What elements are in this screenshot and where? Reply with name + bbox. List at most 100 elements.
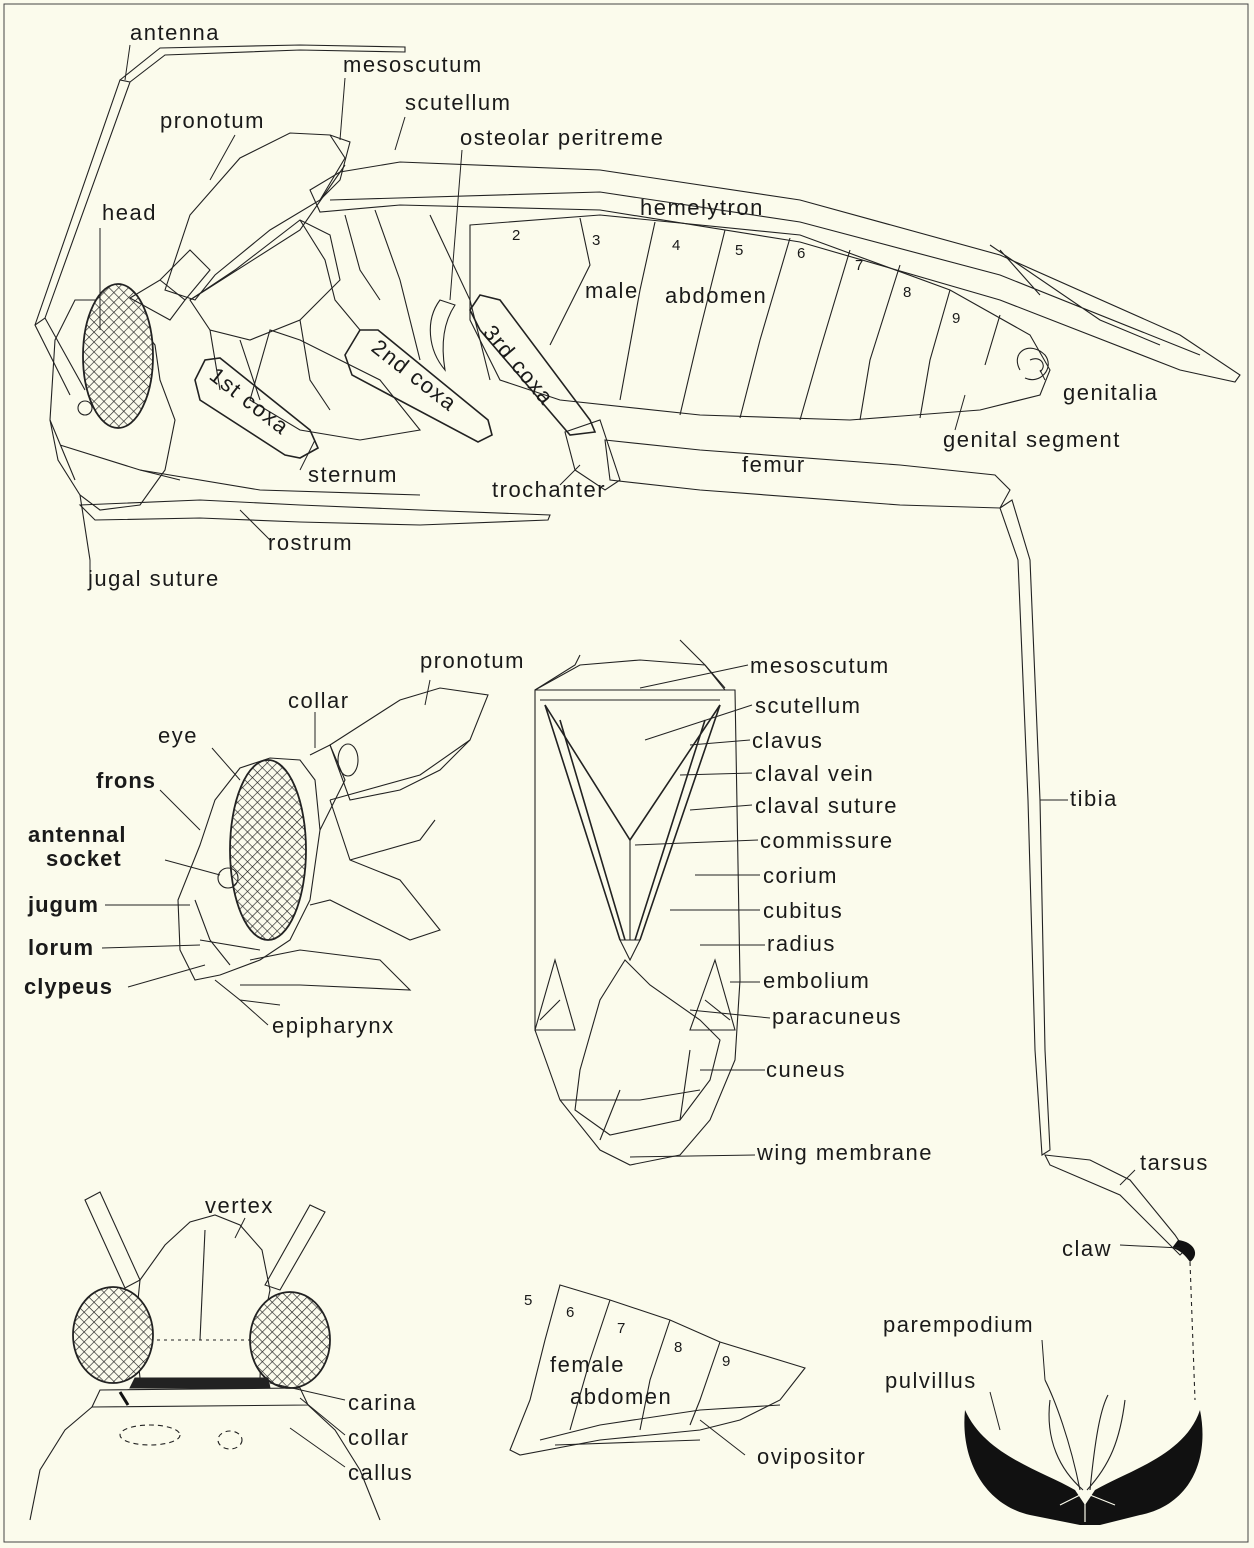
label-socket: socket (46, 846, 122, 871)
label-pulvillus: pulvillus (885, 1368, 977, 1393)
label-jugum: jugum (27, 892, 99, 917)
carina-shape (130, 1378, 270, 1388)
parempodium-shape (1045, 1380, 1108, 1490)
segment-number: 6 (797, 245, 805, 262)
label-clavus: clavus (752, 728, 823, 753)
label-cubitus: cubitus (763, 898, 843, 923)
label-pronotum-head: pronotum (420, 648, 525, 673)
lateral-view-labels: antenna mesoscutum scutellum pronotum os… (87, 20, 1209, 1261)
label-corium: corium (763, 863, 838, 888)
genitalia-shape (1017, 348, 1048, 379)
label-carina: carina (348, 1390, 417, 1415)
compound-eye (250, 1292, 330, 1388)
lateral-leaders (90, 45, 1180, 1248)
label-osteolar-peritreme: osteolar peritreme (460, 125, 664, 150)
label-mesoscutum: mesoscutum (343, 52, 483, 77)
segment-number: 2 (512, 227, 520, 244)
label-lorum: lorum (28, 935, 94, 960)
abdominal-segments (550, 218, 1000, 420)
scutellum-triangle (545, 705, 720, 840)
label-femur: femur (742, 452, 806, 477)
label-genitalia: genitalia (1063, 380, 1158, 405)
claw-detail-shape (964, 1410, 1202, 1525)
label-collar-dorsal: collar (348, 1425, 410, 1450)
head-lateral-drawing (178, 688, 488, 1005)
compound-eye (73, 1287, 153, 1383)
segment-number: 9 (952, 310, 960, 327)
label-tarsus: tarsus (1140, 1150, 1209, 1175)
label-abdomen-female: abdomen (570, 1384, 672, 1409)
label-first-coxa: 1st coxa (205, 362, 294, 440)
label-collar-head: collar (288, 688, 350, 713)
label-epipharynx: epipharynx (272, 1013, 395, 1038)
segment-number: 5 (524, 1292, 532, 1309)
label-claw: claw (1062, 1236, 1112, 1261)
label-paracuneus: paracuneus (772, 1004, 902, 1029)
segment-number: 6 (566, 1304, 574, 1321)
pulvillus-shape (1049, 1400, 1125, 1490)
label-claval-vein: claval vein (755, 761, 874, 786)
segment-number: 7 (617, 1320, 625, 1337)
label-callus: callus (348, 1460, 413, 1485)
label-abdomen-male: abdomen (665, 283, 767, 308)
female-abdomen-labels: female abdomen ovipositor (550, 1352, 866, 1469)
dorsal-view-leaders (630, 665, 770, 1157)
cuneus-shape (575, 960, 720, 1135)
hemelytron-shape (310, 162, 1240, 382)
label-hemelytron: hemelytron (640, 195, 764, 220)
label-antennal: antennal (28, 822, 126, 847)
label-tibia: tibia (1070, 786, 1118, 811)
antennal-socket-shape (78, 401, 92, 415)
segment-number: 7 (855, 257, 863, 274)
label-embolium: embolium (763, 968, 870, 993)
segment-number: 9 (722, 1353, 730, 1370)
label-sternum: sternum (308, 462, 398, 487)
label-cuneus: cuneus (766, 1057, 846, 1082)
label-parempodium: parempodium (883, 1312, 1034, 1337)
label-rostrum: rostrum (268, 530, 353, 555)
segment-number: 3 (592, 232, 600, 249)
label-second-coxa: 2nd coxa (367, 334, 462, 416)
label-commissure: commissure (760, 828, 894, 853)
label-scutellum: scutellum (405, 90, 511, 115)
compound-eye (230, 760, 306, 940)
label-trochanter: trochanter (492, 477, 606, 502)
segment-number: 8 (903, 284, 911, 301)
label-genital-segment: genital segment (943, 427, 1121, 452)
label-head: head (102, 200, 157, 225)
label-clypeus: clypeus (24, 974, 113, 999)
abdomen-shape (470, 215, 1050, 420)
label-female: female (550, 1352, 625, 1377)
mesoscutum-shape (320, 135, 350, 200)
pronotum-shape (165, 133, 345, 300)
head-dorsal-drawing (30, 1192, 380, 1520)
label-claval-suture: claval suture (755, 793, 898, 818)
dorsal-view-labels: mesoscutum scutellum clavus claval vein … (750, 653, 933, 1165)
pronotum-dorsal-shape (30, 1405, 380, 1520)
compound-eye (83, 284, 153, 428)
label-eye: eye (158, 723, 198, 748)
segment-number: 4 (672, 237, 680, 254)
label-radius: radius (767, 931, 836, 956)
dorsal-pronotum-stubs (535, 640, 725, 690)
label-wing-membrane: wing membrane (756, 1140, 933, 1165)
antenna-right-stub (265, 1205, 325, 1290)
label-scutellum-dorsal: scutellum (755, 693, 861, 718)
claw-detail-drawing (964, 1380, 1202, 1525)
osteolar-peritreme-shape (430, 300, 455, 370)
segment-number: 5 (735, 242, 743, 259)
label-third-coxa: 3rd coxa (478, 320, 559, 410)
dorsal-mesoscutum (535, 660, 725, 690)
label-pronotum: pronotum (160, 108, 265, 133)
label-jugal-suture: jugal suture (87, 566, 220, 591)
claw-detail-labels: parempodium pulvillus (883, 1312, 1045, 1430)
dorsal-outline (535, 690, 740, 1165)
male-segment-numbers: 2 3 4 5 6 7 8 9 (512, 227, 960, 327)
tibia-shape (1000, 500, 1050, 1155)
antenna-left-stub (85, 1192, 140, 1288)
label-mesoscutum-dorsal: mesoscutum (750, 653, 890, 678)
label-antenna: antenna (130, 20, 220, 45)
label-frons: frons (96, 768, 156, 793)
segment-number: 8 (674, 1339, 682, 1356)
